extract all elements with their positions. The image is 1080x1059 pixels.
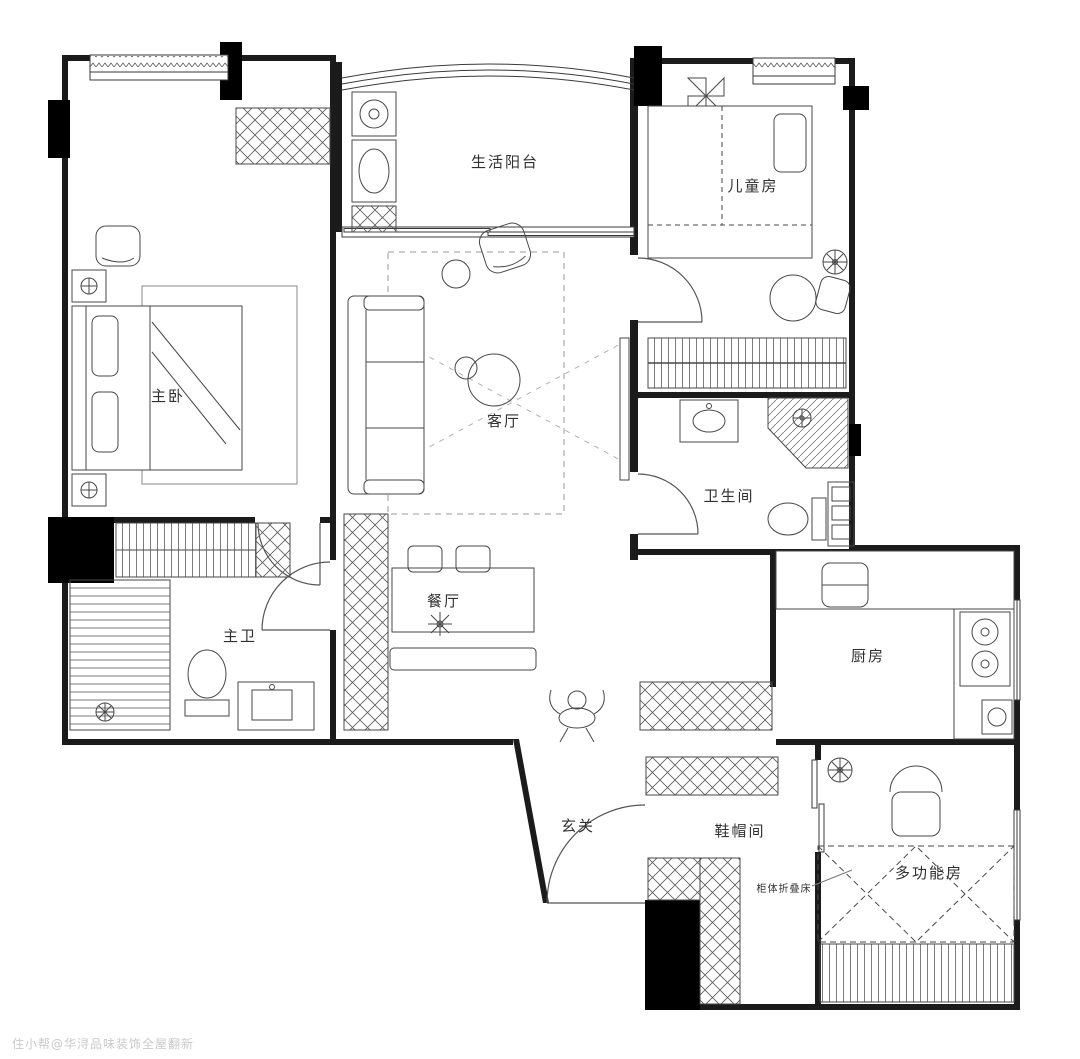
sliding-door-icon [811, 759, 825, 853]
watermark-text: 住小帮@华浔品味装饰全屋翻新 [12, 1036, 194, 1051]
wardrobe-icon [115, 522, 291, 578]
shoe-cabinet-icon [639, 681, 773, 731]
walls-layer [62, 55, 1020, 1010]
kitchen-fixtures [775, 550, 1015, 740]
side-table-icon [454, 356, 478, 380]
armchair-icon [95, 225, 141, 267]
toilet-icon [184, 649, 230, 717]
fridge-icon [821, 562, 869, 608]
folding-bed-icon [817, 845, 1015, 943]
laundry-sink-icon [351, 139, 397, 203]
coffee-table-icon [467, 353, 521, 407]
column-icon [48, 100, 70, 158]
shower-icon [767, 397, 849, 469]
kids-room-furniture [647, 76, 851, 389]
tv-icon [619, 337, 630, 481]
room-label-cloakroom: 鞋帽间 [714, 822, 765, 840]
desk-table-icon [769, 274, 817, 322]
bench-icon [389, 647, 537, 671]
kids-bed-icon [647, 105, 813, 259]
master-bedroom-furniture [71, 107, 331, 578]
column-icon [48, 517, 114, 583]
sofa-icon [347, 295, 425, 495]
room-label-master-bath: 主卫 [223, 627, 257, 645]
dining-table-icon [391, 567, 535, 633]
bath-cabinet-icon [827, 481, 855, 547]
desk-chair-icon [889, 765, 943, 837]
master-bath-furniture [69, 579, 315, 731]
sliding-door-icon [341, 226, 635, 238]
door-arc-icon [261, 561, 331, 631]
round-table-icon [441, 259, 471, 289]
washing-machine-icon [351, 91, 397, 137]
windows-layer [89, 54, 1021, 921]
tall-cabinet-icon [343, 513, 389, 731]
labels-layer: 生活阳台 儿童房 主卧 客厅 卫生间 主卫 餐厅 厨房 玄关 鞋帽间 多功能房 … [151, 153, 963, 895]
vanity-sink-icon [679, 399, 739, 443]
living-room-furniture [347, 222, 630, 515]
room-label-kitchen: 厨房 [851, 647, 885, 665]
door-arc-icon [637, 473, 699, 535]
column-icon [843, 86, 869, 110]
cabinet-icon [351, 205, 397, 233]
stove-icon [959, 611, 1011, 687]
column-icon [849, 424, 861, 456]
plant-icon [428, 612, 452, 636]
window-icon [1013, 809, 1021, 921]
tv-cabinet-icon [235, 107, 331, 165]
person-icon [549, 689, 605, 743]
window-icon [752, 57, 836, 85]
room-label-balcony: 生活阳台 [471, 153, 539, 171]
column-icon [645, 900, 700, 1010]
leader-line [811, 869, 853, 887]
shelf-cabinet-icon [819, 943, 1015, 1003]
tall-cabinet-icon [699, 857, 741, 1005]
wardrobe-icon [647, 337, 847, 389]
kitchen-sink-icon [981, 699, 1013, 735]
ceiling-fan-icon [827, 757, 853, 783]
window-icon [89, 54, 229, 81]
lounge-chair-icon [478, 222, 532, 274]
room-label-bathroom: 卫生间 [703, 487, 754, 505]
room-label-entry: 玄关 [561, 817, 595, 835]
room-label-kids-room: 儿童房 [727, 177, 778, 195]
nightstand-icon [71, 269, 107, 303]
cabinet-icon [645, 756, 779, 796]
room-label-dining-room: 餐厅 [427, 592, 461, 610]
toilet-icon [767, 497, 827, 541]
room-label-master-bedroom: 主卧 [151, 387, 185, 405]
shower-icon [69, 579, 171, 731]
counter-icon [953, 608, 1015, 740]
nightstand-icon [71, 473, 107, 507]
balcony-fixtures [351, 91, 397, 233]
chair-icon [407, 545, 443, 573]
balcony-window-icon [341, 63, 635, 91]
bathroom-fixtures [679, 397, 855, 547]
room-label-multi-room: 多功能房 [895, 864, 963, 882]
sprinkler-icon [95, 702, 115, 722]
annotation-folding-bed: 柜体折叠床 [757, 882, 812, 895]
vanity-sink-icon [237, 681, 315, 731]
column-icon [634, 46, 662, 106]
cabinet-icon [647, 857, 701, 901]
room-label-living-room: 客厅 [487, 412, 521, 430]
chair-icon [815, 275, 851, 315]
chair-icon [455, 545, 491, 573]
counter-icon [775, 550, 1015, 610]
doors-layer [257, 257, 703, 904]
hall-cabinets [639, 681, 779, 1005]
dining-furniture [343, 513, 537, 731]
bed-icon [71, 305, 243, 471]
window-icon [1013, 599, 1021, 701]
door-arc-icon [546, 804, 646, 904]
multi-room-furniture [811, 757, 1015, 1003]
rug-icon [387, 251, 565, 515]
ceiling-fan-icon [822, 249, 848, 275]
door-arc-icon [637, 257, 703, 323]
